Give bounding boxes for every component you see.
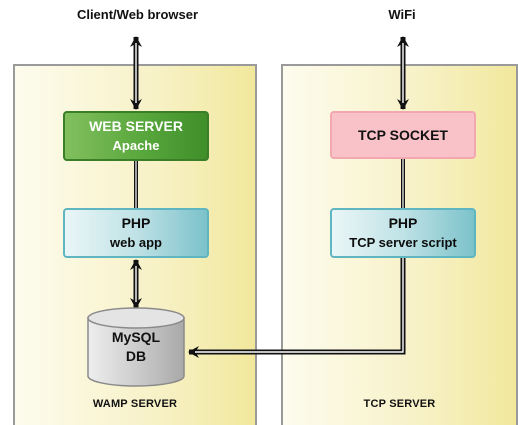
php-web-app-box: PHP web app [63,208,209,258]
mysql-db-cylinder [87,307,185,387]
php-tcp-script-box: PHP TCP server script [330,208,476,258]
wifi-label: WiFi [388,7,416,22]
php-web-app-title: PHP [121,215,151,231]
php-tcp-script-subtitle: TCP server script [349,235,457,250]
web-server-title: WEB SERVER [89,118,183,134]
wamp-server-caption: WAMP SERVER [92,398,178,410]
tcp-script-db-link [188,258,406,358]
web-server-box: WEB SERVER Apache [63,111,209,161]
mysql-db-subtitle: DB [125,348,147,364]
web-server-subtitle: Apache [112,138,160,153]
mysql-db-label: MySQL DB [88,328,184,366]
tcp-socket-title: TCP SOCKET [358,126,448,143]
mysql-db-title: MySQL [111,329,161,345]
php-tcp-script-title: PHP [388,215,418,231]
php-web-app-subtitle: web app [109,235,162,250]
client-browser-label: Client/Web browser [76,7,199,22]
tcp-socket-box: TCP SOCKET [330,111,476,159]
tcp-server-caption: TCP SERVER [363,398,436,410]
